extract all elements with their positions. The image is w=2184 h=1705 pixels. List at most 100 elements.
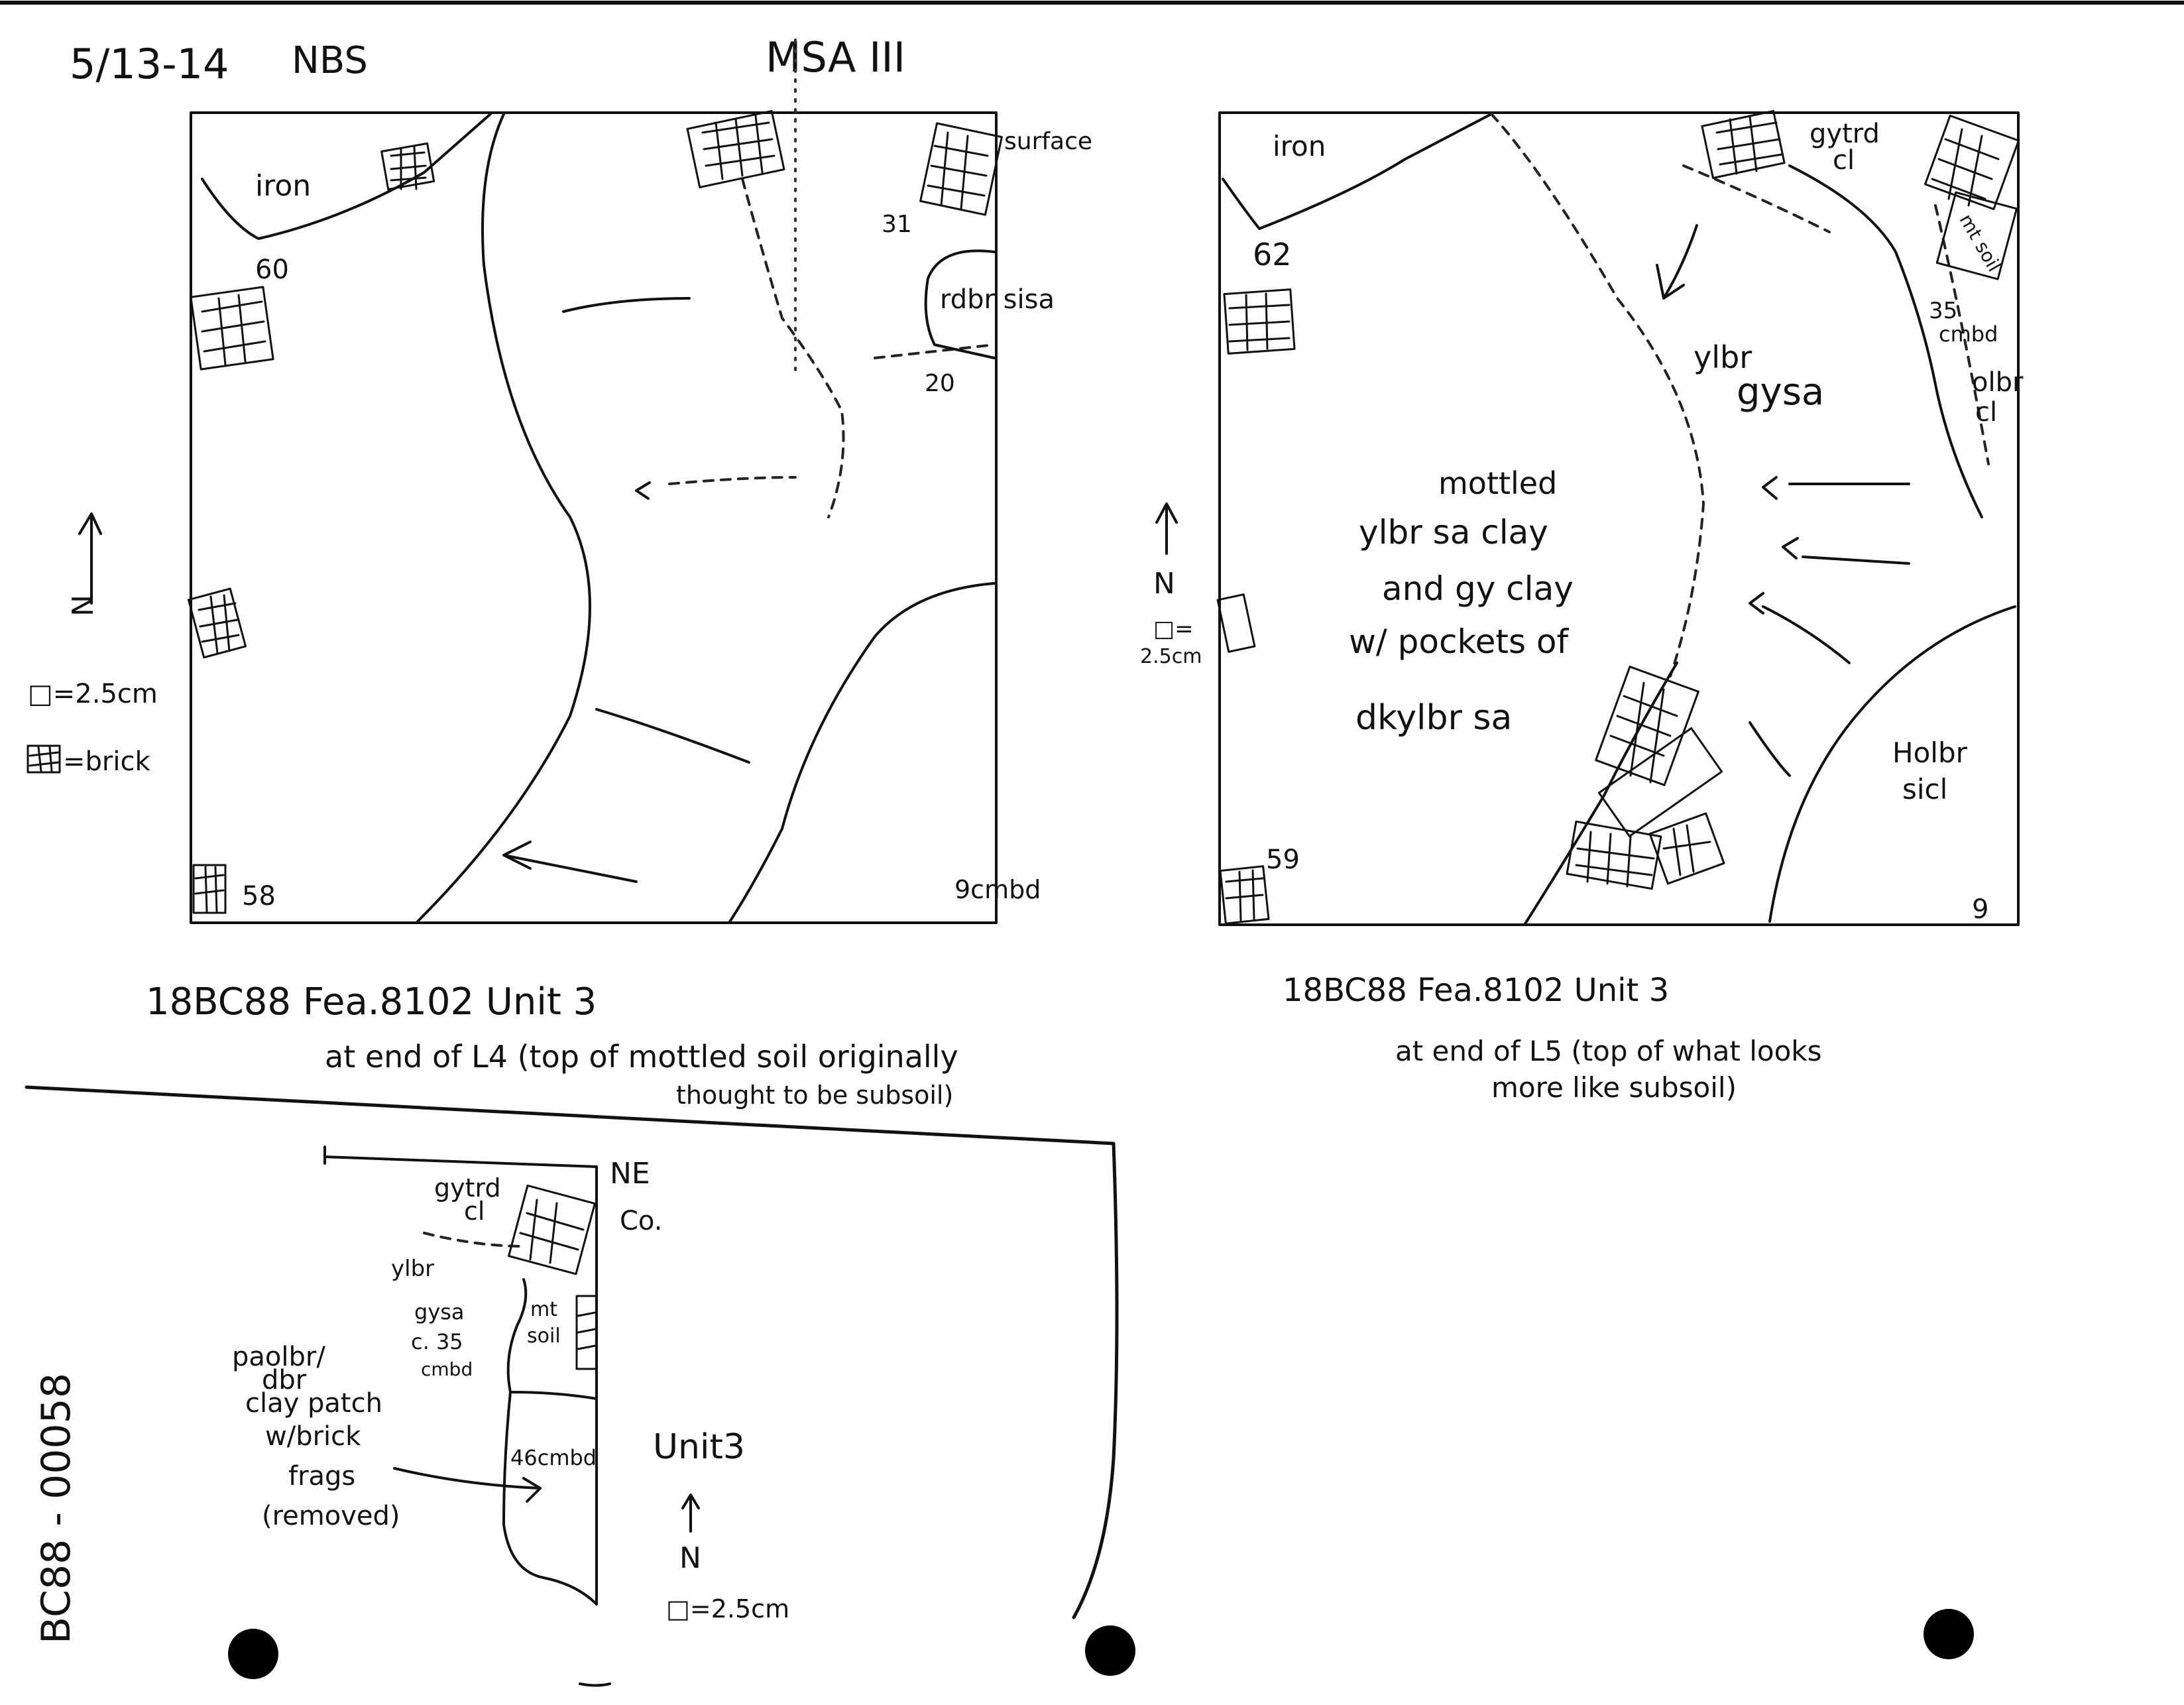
profile-brick-1: [508, 1184, 596, 1275]
header-initials: NBS: [292, 39, 368, 82]
label-rdbr-sisa: rdbr sisa: [940, 284, 1055, 315]
r-brick-1: [1701, 109, 1786, 180]
rdbr-patch: [924, 249, 996, 359]
r-label-mottled-2: ylbr sa clay: [1359, 513, 1548, 552]
r-slope-line: [1749, 721, 1791, 777]
label-elev-60: 60: [255, 255, 289, 285]
r-iron-boundary: [1222, 113, 1493, 230]
r-label-gytrd: gytrd: [1810, 119, 1880, 149]
profile-strata-1: [506, 1278, 598, 1400]
profile-ne-co: Co.: [620, 1206, 662, 1236]
r-label-iron: iron: [1273, 130, 1326, 162]
iron-boundary: [201, 113, 492, 240]
r-slope-arrow-1: [1656, 224, 1698, 300]
plan-right-caption-2: at end of L5 (top of what looks: [1395, 1035, 1822, 1067]
r-label-elev-62: 62: [1253, 237, 1292, 272]
profile-note-arrow: [393, 1467, 542, 1503]
right-boundary: [728, 582, 996, 924]
profile-note-5: frags: [288, 1461, 355, 1492]
profile-wall: [323, 1146, 598, 1606]
label-elev-31: 31: [882, 211, 912, 238]
plan-right-caption-1: 18BC88 Fea.8102 Unit 3: [1283, 972, 1669, 1009]
main-boundary: [416, 113, 591, 923]
r-label-sicl: sicl: [1902, 773, 1947, 805]
r-north-label: N: [1153, 567, 1175, 601]
dashed-boundary: [741, 178, 845, 518]
legend: N □=2.5cm =brick: [27, 512, 158, 777]
r-main-boundary-2: [1523, 662, 1678, 926]
legend-brick: =brick: [63, 746, 150, 777]
legend-scale: □=2.5cm: [28, 679, 158, 709]
brick-2: [686, 109, 785, 189]
profile-scale: □=2.5cm: [666, 1594, 789, 1623]
r-scale-a: □=: [1153, 616, 1194, 642]
profile-north-arrow-icon: [681, 1494, 700, 1533]
profile-note-1: paolbr/: [232, 1342, 325, 1372]
plan-left-caption-3: thought to be subsoil): [676, 1081, 953, 1110]
r-label-mottled-3: and gy clay: [1382, 569, 1574, 608]
plan-right-caption-3: more like subsoil): [1491, 1071, 1737, 1104]
profile-c35: c. 35: [411, 1329, 463, 1354]
profile-gysa: gysa: [414, 1299, 465, 1324]
side-label: BC88 - 00058: [33, 1373, 80, 1644]
profile-dashed: [423, 1232, 525, 1248]
profile-ne: NE: [610, 1157, 650, 1191]
r-label-elev-9: 9: [1972, 894, 1988, 925]
slope-line-3: [595, 708, 750, 764]
r-dashed-1: [1682, 164, 1831, 233]
profile-brick-2: [575, 1295, 598, 1370]
r-brick-4: [1223, 288, 1296, 355]
slope-arrow: [635, 481, 651, 500]
profile-mt: mt: [530, 1298, 557, 1321]
plan-left-frame: [190, 111, 998, 924]
r-label-mottled-5: dkylbr sa: [1355, 698, 1512, 738]
r-slope-arrow-3: [1782, 537, 1910, 565]
brick-legend-icon: [27, 744, 61, 774]
r-label-gysa: gysa: [1737, 371, 1824, 414]
r-label-elev-59: 59: [1266, 845, 1300, 875]
label-elev-58: 58: [242, 881, 276, 911]
profile-soil: soil: [527, 1324, 561, 1348]
binder-hole-3: [1924, 1609, 1974, 1659]
profile-note-3: clay patch: [245, 1388, 382, 1419]
legend-north: N: [66, 595, 100, 617]
plan-left: iron surface rdbr sisa 31 20 60 58 9cmbd: [187, 38, 1092, 924]
profile-base-mark: [579, 1682, 611, 1687]
r-brick-cluster: [1566, 666, 1725, 890]
header-site-code: MSA III: [766, 33, 905, 82]
profile-strata-2: [502, 1391, 598, 1606]
r-label-mottled-4: w/ pockets of: [1349, 622, 1570, 661]
r-label-olbr-cl: cl: [1975, 397, 1997, 428]
brick-1: [380, 142, 435, 191]
plan-left-caption-2: at end of L4 (top of mottled soil origin…: [325, 1039, 958, 1075]
profile-ylbr: ylbr: [391, 1256, 434, 1282]
slope-line-2: [668, 476, 797, 485]
profile-north: N: [679, 1541, 701, 1575]
r-label-olbr: olbr: [1972, 367, 2024, 398]
r-north-arrow-icon: [1155, 502, 1178, 555]
brick-5: [187, 587, 247, 659]
r-brick-3: [1935, 191, 2018, 280]
north-arrow-icon: [78, 512, 102, 605]
label-surface: surface: [1004, 128, 1092, 155]
profile-note-2: dbr: [262, 1365, 307, 1395]
r-dashed-2: [1934, 204, 1990, 465]
binder-hole-2: [1085, 1625, 1135, 1676]
brick-4: [190, 286, 274, 371]
r-brick-6: [1219, 865, 1270, 925]
r-label-mt-soil: mt soil: [1955, 210, 2006, 275]
profile-cmbd: cmbd: [421, 1358, 473, 1380]
r-main-boundary: [1490, 113, 1705, 677]
plan-right-frame: [1218, 111, 2020, 926]
profile-unit: Unit3: [653, 1427, 745, 1467]
brick-3: [919, 122, 1003, 216]
profile-gytrd: gytrd: [434, 1173, 501, 1203]
binder-hole-1: [228, 1629, 278, 1679]
r-label-elev-35: 35: [1929, 298, 1957, 324]
label-elev-20: 20: [925, 370, 955, 397]
r-slope-arrow-4: [1749, 592, 1851, 664]
profile-baseline: [25, 1085, 1116, 1146]
r-label-gytrd-cl: cl: [1833, 145, 1855, 176]
profile-elev-46: 46cmbd: [510, 1445, 597, 1470]
r-label-holbr: Holbr: [1892, 736, 1968, 769]
